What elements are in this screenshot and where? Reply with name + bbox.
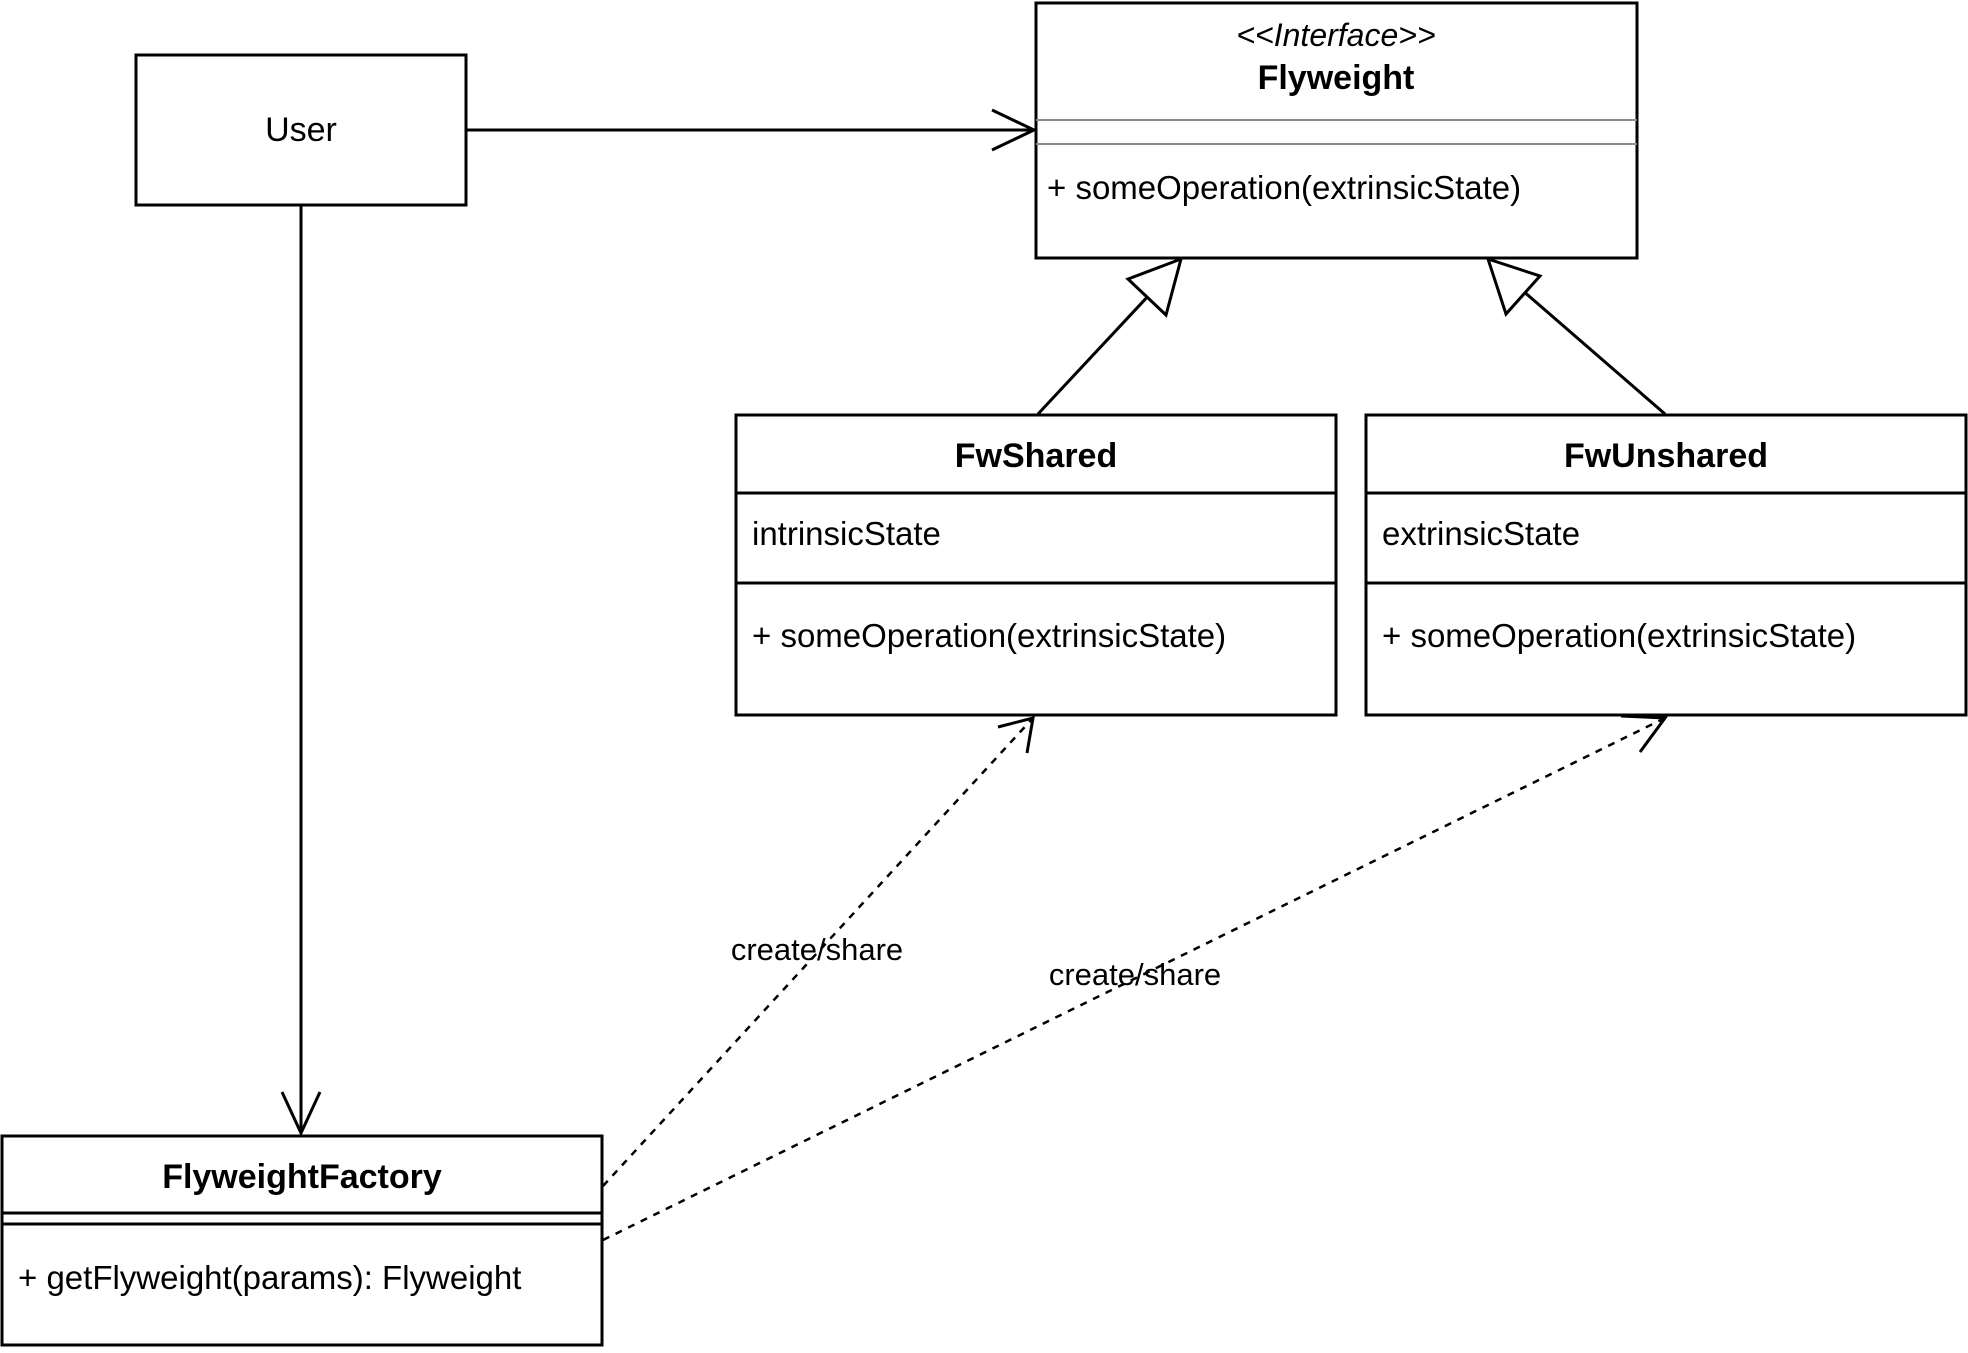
open-arrowhead bbox=[1620, 714, 1668, 753]
class-flyweight-name: Flyweight bbox=[1258, 59, 1415, 97]
class-flyweightfactory[interactable]: FlyweightFactory + getFlyweight(params):… bbox=[0, 1134, 604, 1347]
class-flyweight-stereotype: <<Interface>> bbox=[1236, 17, 1435, 53]
edge-label-create-share: create/share bbox=[731, 932, 903, 967]
edge-factory-to-fwunshared: create/share bbox=[602, 714, 1668, 1242]
class-fwshared-operation: + someOperation(extrinsicState) bbox=[752, 617, 1226, 654]
class-flyweightfactory-operation: + getFlyweight(params): Flyweight bbox=[18, 1259, 521, 1296]
edge-user-to-flyweight bbox=[466, 108, 1038, 152]
edge-fwshared-generalizes-flyweight bbox=[1036, 256, 1184, 416]
class-fwunshared-name: FwUnshared bbox=[1564, 437, 1768, 475]
class-flyweightfactory-name: FlyweightFactory bbox=[162, 1158, 442, 1196]
class-fwunshared[interactable]: FwUnshared extrinsicState + someOperatio… bbox=[1364, 413, 1968, 717]
edge-user-to-factory bbox=[280, 206, 322, 1137]
class-flyweight-operation: + someOperation(extrinsicState) bbox=[1047, 169, 1521, 206]
class-fwunshared-attribute: extrinsicState bbox=[1382, 515, 1580, 552]
class-fwshared-attribute: intrinsicState bbox=[752, 515, 941, 552]
class-flyweight[interactable]: <<Interface>> Flyweight + someOperation(… bbox=[1034, 1, 1639, 260]
edge-fwunshared-generalizes-flyweight bbox=[1485, 256, 1666, 416]
class-fwunshared-operation: + someOperation(extrinsicState) bbox=[1382, 617, 1856, 654]
open-arrowhead bbox=[997, 715, 1035, 754]
class-user[interactable]: User bbox=[134, 53, 468, 207]
open-arrowhead bbox=[280, 1091, 322, 1137]
hollow-triangle-arrowhead bbox=[1485, 256, 1543, 317]
class-user-label: User bbox=[265, 111, 337, 149]
hollow-triangle-arrowhead bbox=[1125, 256, 1184, 318]
edge-label-create-share: create/share bbox=[1049, 957, 1221, 992]
class-fwshared-name: FwShared bbox=[955, 437, 1117, 475]
class-fwshared[interactable]: FwShared intrinsicState + someOperation(… bbox=[734, 413, 1338, 717]
edge-factory-to-fwshared: create/share bbox=[602, 715, 1035, 1187]
open-arrowhead bbox=[991, 108, 1038, 152]
